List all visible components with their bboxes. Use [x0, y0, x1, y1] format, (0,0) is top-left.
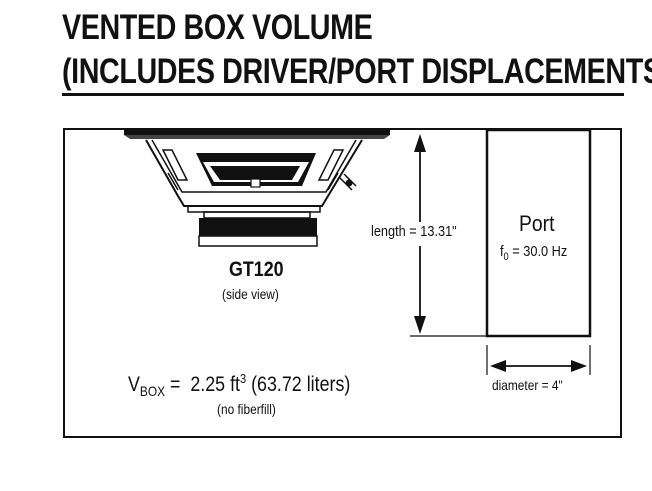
port-tuning-label: f0 = 30.0 Hz [500, 244, 567, 263]
volume-symbol-subscript: BOX [139, 383, 166, 400]
fiberfill-note: (no fiberfill) [217, 401, 276, 417]
tuning-subscript: 0 [503, 251, 509, 263]
title-line-2: (INCLUDES DRIVER/PORT DISPLACEMENTS) [62, 52, 652, 91]
diameter-dimension-arrow [486, 345, 591, 375]
title-line-1: VENTED BOX VOLUME [62, 8, 373, 47]
volume-liters: (63.72 liters) [251, 373, 351, 396]
tuning-value: = 30.0 Hz [512, 243, 568, 260]
volume-exponent: 3 [240, 371, 247, 386]
speaker-driver-icon [124, 129, 390, 247]
volume-symbol: V [128, 373, 140, 396]
diameter-label: diameter = 4" [492, 377, 563, 393]
volume-equals: = [170, 373, 181, 396]
box-volume-label: VBOX = 2.25 ft3 (63.72 liters) [128, 372, 350, 398]
length-label: length = 13.31" [371, 223, 457, 240]
port-label: Port [519, 211, 555, 236]
volume-value: 2.25 ft [190, 373, 241, 396]
length-dimension-arrow [410, 134, 486, 337]
port-tube [485, 128, 592, 338]
side-view-note: (side view) [222, 286, 279, 302]
title-underline [62, 93, 624, 96]
driver-model-label: GT120 [229, 258, 284, 281]
tuning-symbol: f [500, 243, 504, 260]
